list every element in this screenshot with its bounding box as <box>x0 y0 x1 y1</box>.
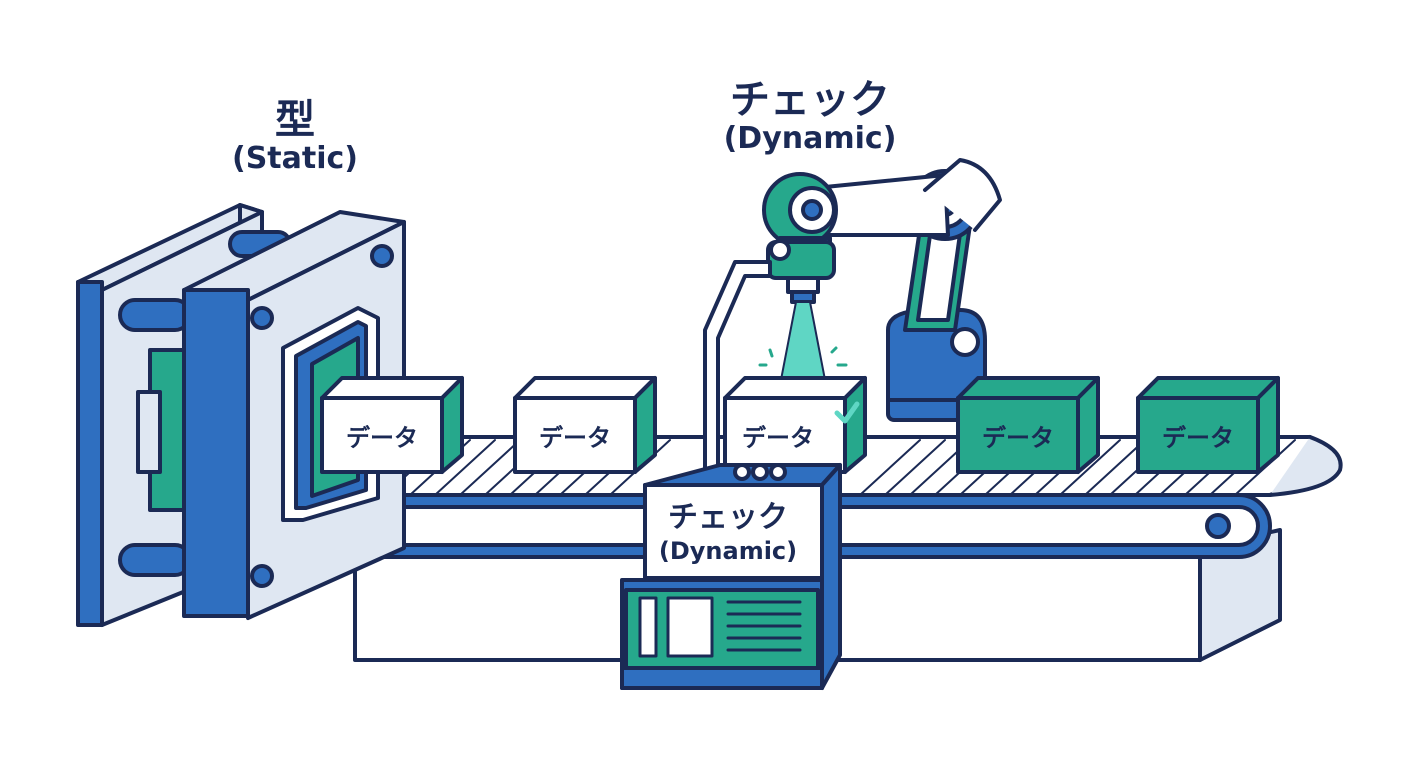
check-subtitle: (Dynamic) <box>723 121 897 156</box>
machine-subtitle: (Dynamic) <box>658 537 798 565</box>
data-box-4: データ <box>956 376 1100 474</box>
check-label: チェック (Dynamic) <box>700 78 920 156</box>
mold-label: 型 (Static) <box>215 98 375 176</box>
data-box-label: データ <box>539 424 611 452</box>
data-box-3: データ <box>723 376 867 474</box>
check-machine <box>620 463 842 690</box>
data-box-label: データ <box>742 424 814 452</box>
sensor-pipe <box>703 260 772 472</box>
check-title: チェック <box>730 77 890 123</box>
data-box-1: データ <box>320 376 464 474</box>
mold-subtitle: (Static) <box>231 141 359 176</box>
machine-label: チェック (Dynamic) <box>628 500 828 566</box>
scanner-beam <box>758 301 848 386</box>
robot-arm <box>762 158 1002 422</box>
data-box-2: データ <box>513 376 657 474</box>
data-box-5: データ <box>1136 376 1280 474</box>
machine-title: チェック <box>668 500 788 535</box>
data-box-label: データ <box>1162 424 1234 452</box>
check-mark-icon <box>834 401 860 424</box>
mold-title: 型 <box>275 97 315 143</box>
data-box-label: データ <box>982 424 1054 452</box>
data-box-label: データ <box>346 424 418 452</box>
